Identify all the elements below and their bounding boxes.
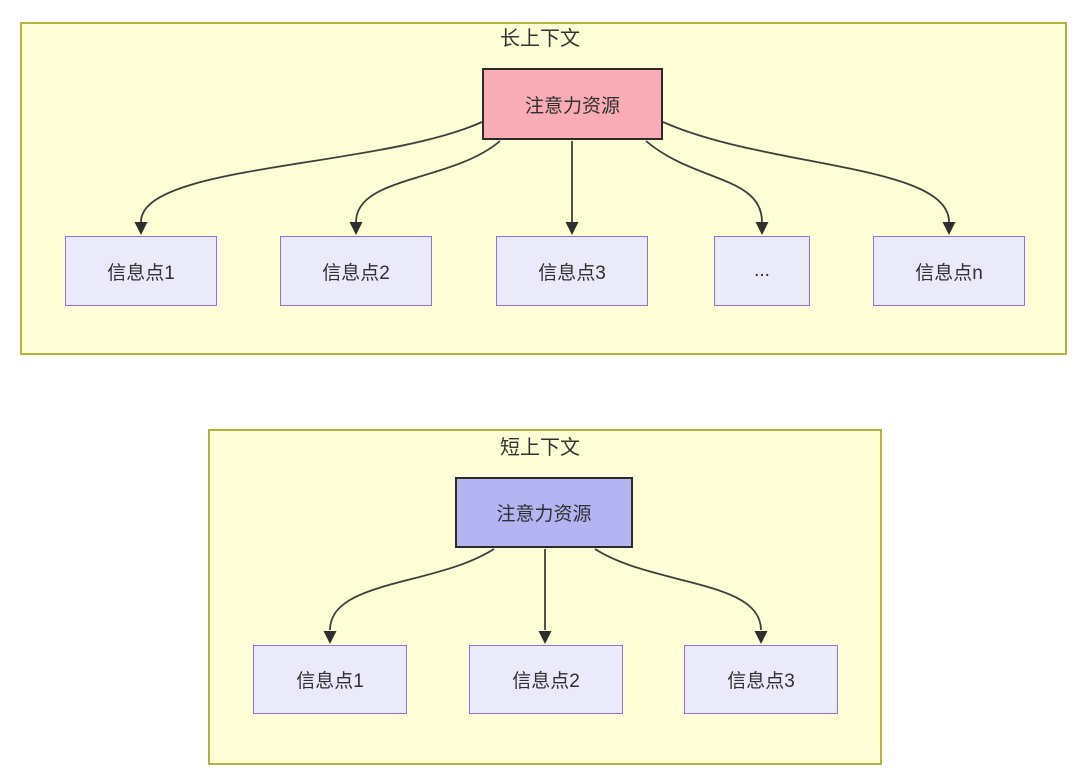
info-node-short-3: 信息点3 xyxy=(684,645,838,714)
info-node-short-1: 信息点1 xyxy=(253,645,407,714)
attention-resource-node-long: 注意力资源 xyxy=(482,68,663,140)
info-node-long-n: 信息点n xyxy=(873,236,1025,306)
long-context-title: 长上下文 xyxy=(500,28,580,50)
info-node-long-ellipsis: ... xyxy=(714,236,810,306)
info-node-long-2: 信息点2 xyxy=(280,236,432,306)
attention-resource-node-short: 注意力资源 xyxy=(455,477,633,548)
info-node-long-3: 信息点3 xyxy=(496,236,648,306)
info-node-short-2: 信息点2 xyxy=(469,645,623,714)
short-context-title: 短上下文 xyxy=(500,437,580,459)
info-node-long-1: 信息点1 xyxy=(65,236,217,306)
